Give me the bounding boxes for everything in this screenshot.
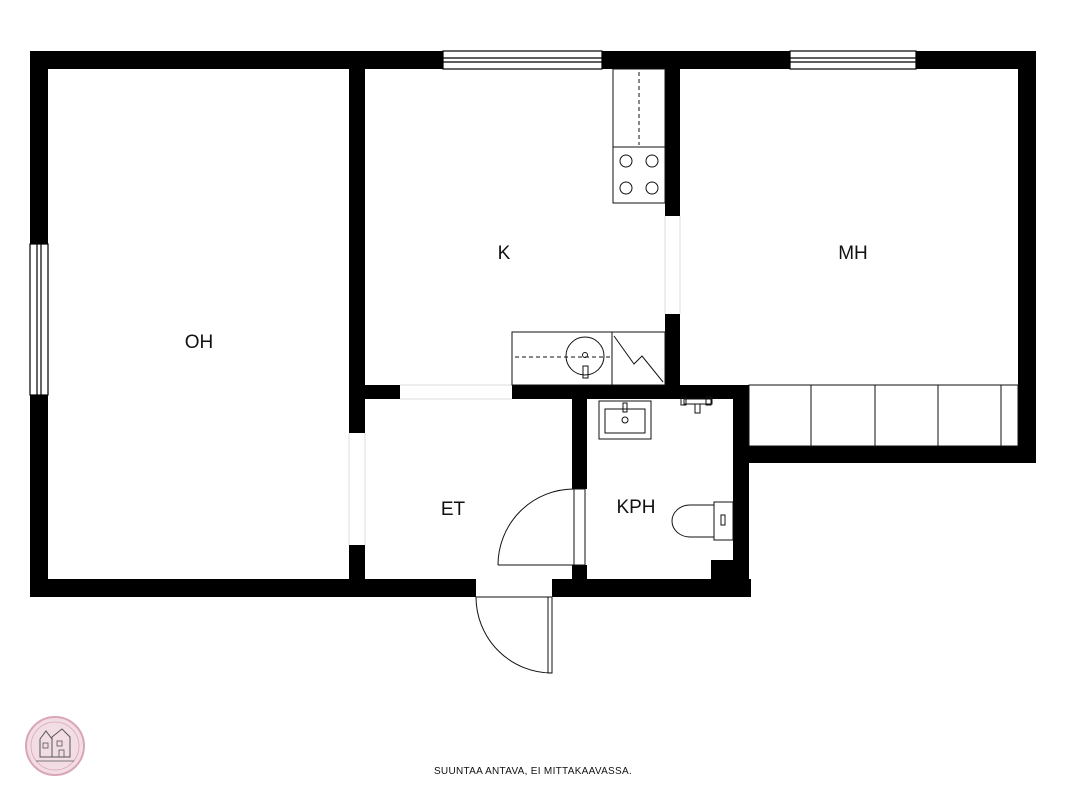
toilet-icon (671, 501, 734, 541)
window-bedroom (789, 50, 917, 70)
fridge-icon (611, 331, 666, 386)
kitchen-cabinet-top (612, 68, 666, 148)
stove-icon (612, 146, 666, 204)
shower-faucet-icon (680, 396, 713, 414)
walls (30, 51, 1036, 597)
footer-note: SUUNTAA ANTAVA, EI MITTAKAAVASSA. (433, 766, 633, 777)
room-label-kph: KPH (616, 497, 655, 518)
window-kitchen (442, 50, 603, 70)
room-label-mh: MH (838, 243, 868, 264)
storage-closets (748, 384, 1019, 447)
bathroom-door (497, 488, 586, 566)
window-living-room (29, 243, 49, 396)
room-label-k: K (498, 243, 511, 264)
openings (348, 216, 681, 545)
windows (29, 50, 917, 396)
room-label-et: ET (441, 499, 466, 520)
agency-logo-icon (25, 716, 85, 776)
entry-door (475, 596, 553, 674)
bathroom-sink-icon (598, 400, 652, 440)
kitchen-sink-icon (565, 336, 605, 379)
room-label-oh: OH (185, 332, 214, 353)
